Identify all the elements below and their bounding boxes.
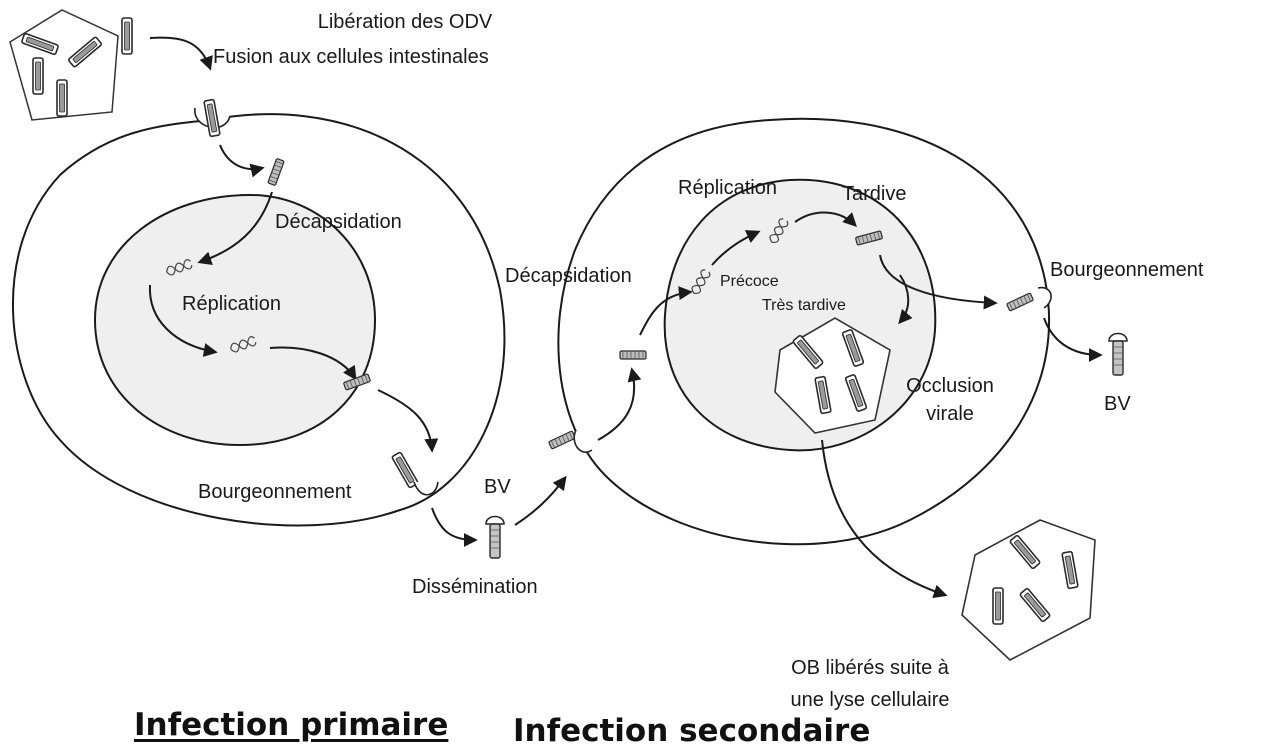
occlusion-body-top-left [9, 9, 119, 121]
caption-fusion: Fusion aux cellules intestinales [213, 45, 489, 69]
label-budding-primary: Bourgeonnement [198, 481, 352, 503]
budding-point-secondary [1005, 286, 1052, 312]
odv-released [121, 17, 133, 55]
title-secondary-infection: Infection secondaire [513, 713, 871, 749]
label-replication-primary: Réplication [182, 293, 281, 315]
label-budding-secondary: Bourgeonnement [1050, 259, 1204, 281]
arrow-to-nucleus [197, 191, 273, 265]
label-occlusion-virale: Occlusion virale [890, 374, 1010, 426]
arrow-to-membrane [377, 389, 439, 453]
occlusion-body-in-nucleus [774, 317, 891, 434]
arrow-late [794, 211, 857, 227]
arrow-lysis [821, 439, 948, 599]
bv-particle-dissemination [485, 515, 505, 559]
title-primary-infection: Infection primaire [134, 707, 449, 743]
arrow-very-late [898, 274, 913, 325]
occlusion-line-2: virale [926, 403, 974, 425]
bv-particle-released [1108, 332, 1128, 376]
entry-point-secondary [547, 429, 593, 453]
label-precoce: Précoce [720, 273, 779, 290]
arrow-to-nucleus-secondary [639, 286, 693, 336]
label-bv-dissemination: BV [484, 476, 511, 498]
occlusion-body-released [961, 519, 1096, 661]
label-tres-tardive: Très tardive [762, 297, 846, 314]
label-decapsidation-secondary: Décapsidation [505, 265, 632, 287]
arrow-replication [148, 284, 218, 357]
caption-odv-release: Libération des ODV [255, 10, 555, 34]
label-dissemination: Dissémination [412, 576, 538, 598]
caption-ob-release: OB libérés suite à une lyse cellulaire [740, 656, 1000, 712]
label-tardive: Tardive [842, 183, 907, 205]
arrow-entry-secondary [597, 367, 642, 441]
arrow-to-budding [879, 254, 998, 310]
arrow-early [711, 230, 761, 266]
label-replication-secondary: Réplication [678, 177, 777, 199]
entry-point [194, 98, 231, 138]
caption-line-1: Libération des ODV [317, 11, 493, 33]
arrow-dissemination [514, 475, 567, 526]
caption-line-2: Fusion aux cellules intestinales [213, 46, 489, 68]
primary-nucleus [93, 193, 377, 447]
budding-point-primary [390, 451, 439, 496]
label-decapsidation-primary: Décapsidation [275, 211, 402, 233]
occlusion-line-1: Occlusion [906, 375, 994, 397]
arrow-entry [219, 144, 265, 178]
release-line-1: OB libérés suite à [791, 657, 949, 679]
arrow-exit [431, 507, 478, 547]
arrow-assembly [269, 346, 357, 381]
arrow-bv-release [1043, 317, 1103, 362]
label-bv-secondary: BV [1104, 393, 1131, 415]
release-line-2: une lyse cellulaire [790, 689, 950, 711]
arrow-release [149, 36, 213, 71]
